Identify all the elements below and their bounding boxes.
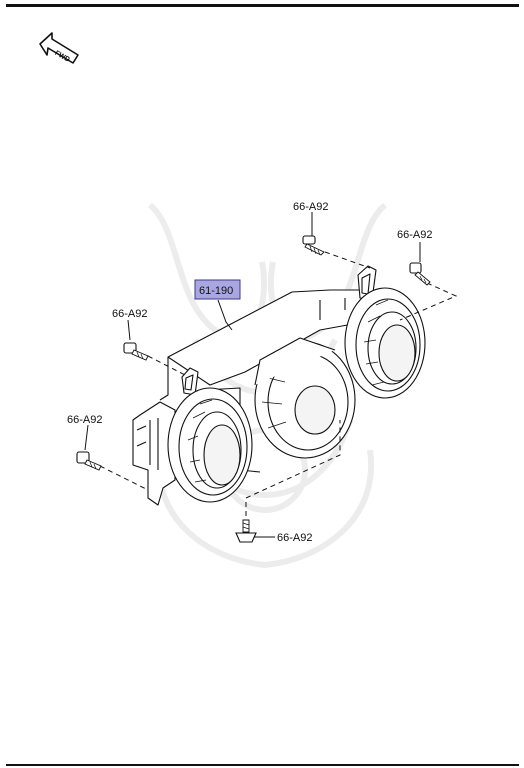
bottom-rule xyxy=(6,764,519,766)
screw-callout-top-right: 66-A92 xyxy=(397,229,432,241)
screw-bottom xyxy=(235,519,257,543)
top-rule xyxy=(6,4,519,7)
assembly-guides xyxy=(99,251,458,525)
screw-callout-lower-left: 66-A92 xyxy=(67,414,102,426)
leader-lines xyxy=(84,212,421,538)
screw-top-center xyxy=(302,235,325,256)
screw-callout-middle-left: 66-A92 xyxy=(112,308,147,320)
screw-top-right xyxy=(409,262,431,286)
main-part-label: 61-190 xyxy=(199,285,233,297)
callout-highlight-box xyxy=(194,279,241,300)
forward-arrow-icon: FWD xyxy=(39,32,79,64)
screw-middle-left xyxy=(123,342,149,361)
screw-callout-bottom: 66-A92 xyxy=(277,532,312,544)
screw-callout-top-center: 66-A92 xyxy=(293,201,328,213)
main-part-callout: 61-190 xyxy=(194,279,241,300)
heater-control-panel xyxy=(132,265,426,506)
screw-lower-left xyxy=(76,451,102,471)
